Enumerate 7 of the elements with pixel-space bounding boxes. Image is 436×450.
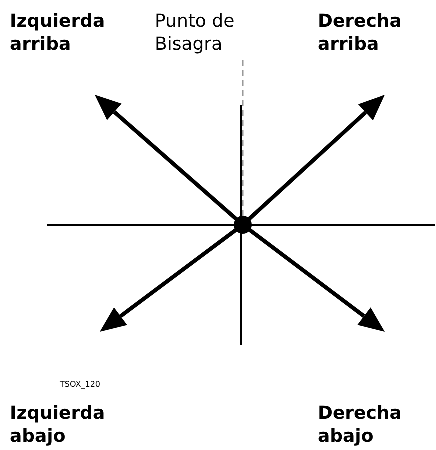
direction-label: Izquierda abajo xyxy=(10,402,106,448)
leader-line xyxy=(242,60,244,216)
direction-label: Izquierda arriba xyxy=(10,10,106,56)
node-label: Punto de Bisagra xyxy=(155,10,295,60)
direction-label: Derecha arriba xyxy=(318,10,403,56)
direction-label: Derecha abajo xyxy=(318,402,403,448)
figure-code: TSOX_120 xyxy=(60,380,100,390)
